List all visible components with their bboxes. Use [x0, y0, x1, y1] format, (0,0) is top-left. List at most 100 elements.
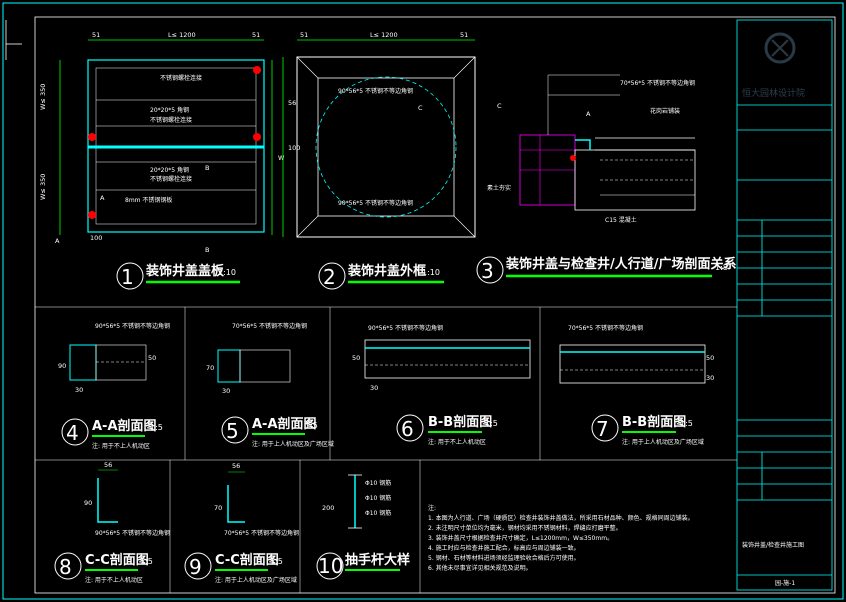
svg-text:W≤ 350: W≤ 350 — [39, 174, 47, 200]
inner-frame — [34, 16, 836, 594]
panel-8-drawing: 56 90 90*56*5 不锈钢不等边角钢 — [84, 461, 170, 537]
svg-text:51: 51 — [252, 31, 260, 39]
company-logo — [764, 32, 796, 64]
svg-text:100: 100 — [90, 234, 102, 242]
notes: 注: 1. 本图为人行道、广场（硬质区）检查井装饰井盖做法，所采用石材品种、颜色… — [428, 504, 694, 572]
panel-9-caption: 9 C-C剖面图 1:5 注: 用于上人机动区及广场区域 — [184, 552, 297, 584]
svg-text:10: 10 — [318, 554, 343, 578]
svg-text:50: 50 — [148, 354, 156, 362]
svg-text:注:: 注: — [428, 504, 436, 512]
svg-text:B-B剖面图: B-B剖面图 — [428, 414, 492, 430]
svg-text:1. 本图为人行道、广场（硬质区）检查井装饰井盖做法，所采用: 1. 本图为人行道、广场（硬质区）检查井装饰井盖做法，所采用石材品种、颜色、规格… — [428, 514, 694, 522]
svg-text:70: 70 — [214, 504, 222, 512]
svg-text:1:10: 1:10 — [218, 268, 236, 277]
svg-text:51: 51 — [92, 31, 100, 39]
svg-text:51: 51 — [460, 31, 468, 39]
svg-text:30: 30 — [222, 387, 230, 395]
svg-text:4: 4 — [66, 421, 79, 445]
panel-3-caption: 3 装饰井盖与检查井/人行道/广场剖面关系 1:8 — [476, 256, 737, 284]
svg-text:注: 用于上人机动区及广场区域: 注: 用于上人机动区及广场区域 — [215, 576, 297, 584]
svg-text:C-C剖面图: C-C剖面图 — [85, 552, 149, 568]
svg-text:1:5: 1:5 — [485, 419, 498, 428]
svg-text:B: B — [205, 164, 209, 172]
drawing-number: 园-施-1 — [775, 579, 795, 587]
svg-text:56: 56 — [104, 461, 112, 469]
svg-text:90*56*5 不锈钢不等边角钢: 90*56*5 不锈钢不等边角钢 — [338, 199, 413, 207]
svg-text:1:5: 1:5 — [270, 557, 283, 566]
svg-text:L≤ 1200: L≤ 1200 — [370, 31, 398, 39]
svg-text:56: 56 — [288, 99, 296, 107]
svg-text:注: 用于上人机动区及广场区域: 注: 用于上人机动区及广场区域 — [622, 438, 704, 446]
svg-text:注: 用于上人机动区及广场区域: 注: 用于上人机动区及广场区域 — [252, 440, 334, 448]
svg-text:56: 56 — [232, 462, 240, 470]
svg-text:6: 6 — [401, 417, 414, 441]
panel-7-caption: 7 B-B剖面图 1:5 注: 用于上人机动区及广场区域 — [591, 414, 704, 446]
svg-text:1:10: 1:10 — [422, 268, 440, 277]
svg-text:70*56*5 不锈钢不等边角钢: 70*56*5 不锈钢不等边角钢 — [620, 79, 695, 87]
panel-4-drawing: 90 30 50 90*56*5 不锈钢不等边角钢 — [58, 322, 170, 394]
panel-2-drawing: L≤ 1200 51 51 56 100 90*56*5 不锈钢不等边角钢 90… — [282, 31, 502, 238]
svg-text:3: 3 — [481, 259, 494, 283]
svg-text:20*20*5 角钢: 20*20*5 角钢 — [150, 106, 189, 114]
panel-2-caption: 2 装饰井盖外框 1:10 — [318, 262, 444, 290]
svg-text:70*56*5 不锈钢不等边角钢: 70*56*5 不锈钢不等边角钢 — [232, 322, 307, 330]
panel-5-drawing: 70 30 70*56*5 不锈钢不等边角钢 — [206, 322, 307, 395]
svg-text:5. 钢材、石材等材料进场须经监理验收合格后方可使用。: 5. 钢材、石材等材料进场须经监理验收合格后方可使用。 — [428, 554, 580, 562]
panel-9-drawing: 56 70 70*56*5 不锈钢不等边角钢 — [214, 462, 299, 537]
svg-text:1:8: 1:8 — [715, 263, 728, 272]
svg-text:7: 7 — [596, 417, 609, 441]
svg-text:抽手杆大样: 抽手杆大样 — [345, 552, 410, 568]
svg-text:1: 1 — [121, 265, 134, 289]
svg-text:2: 2 — [323, 265, 336, 289]
svg-text:20*20*5 角钢: 20*20*5 角钢 — [150, 166, 189, 174]
panel-7-drawing: 50 30 70*56*5 不锈钢不等边角钢 — [559, 324, 714, 384]
svg-text:Φ10 钢筋: Φ10 钢筋 — [365, 509, 391, 517]
svg-text:A: A — [100, 194, 105, 202]
svg-text:6. 其他未尽事宜详见相关规范及说明。: 6. 其他未尽事宜详见相关规范及说明。 — [428, 564, 532, 572]
svg-text:2. 未注明尺寸单位均为毫米，钢材均采用不锈钢材料，焊缝应打: 2. 未注明尺寸单位均为毫米，钢材均采用不锈钢材料，焊缝应打磨平整。 — [428, 524, 622, 532]
panel-4-caption: 4 A-A剖面图 1:5 注: 用于不上人机动区 — [61, 418, 163, 450]
svg-text:8: 8 — [59, 555, 72, 579]
svg-text:W: W — [278, 154, 285, 162]
svg-text:4. 施工时应与检查井施工配合，标高应与周边铺装一致。: 4. 施工时应与检查井施工配合，标高应与周边铺装一致。 — [428, 544, 580, 552]
svg-text:90: 90 — [58, 362, 66, 370]
svg-text:A-A剖面图: A-A剖面图 — [92, 418, 157, 434]
svg-text:装饰井盖盖板: 装饰井盖盖板 — [145, 263, 225, 279]
svg-text:注: 用于不上人机动区: 注: 用于不上人机动区 — [92, 442, 150, 450]
title-block — [736, 19, 833, 591]
svg-text:花岗岩铺装: 花岗岩铺装 — [650, 107, 680, 115]
svg-text:90*56*5 不锈钢不等边角钢: 90*56*5 不锈钢不等边角钢 — [95, 529, 170, 537]
svg-text:A-A剖面图: A-A剖面图 — [252, 416, 317, 432]
svg-text:Φ10 钢筋: Φ10 钢筋 — [365, 479, 391, 487]
svg-text:200: 200 — [322, 504, 334, 512]
svg-text:不锈钢螺栓连接: 不锈钢螺栓连接 — [160, 74, 202, 82]
panel-5-caption: 5 A-A剖面图 1:5 注: 用于上人机动区及广场区域 — [221, 416, 334, 448]
panel-1-caption: 1 装饰井盖盖板 1:10 — [116, 262, 240, 290]
svg-text:3. 装饰井盖尺寸根据检查井尺寸确定，L≤1200mm，W≤: 3. 装饰井盖尺寸根据检查井尺寸确定，L≤1200mm，W≤350mm。 — [428, 534, 613, 542]
svg-text:90*56*5 不锈钢不等边角钢: 90*56*5 不锈钢不等边角钢 — [368, 324, 443, 332]
panel-6-caption: 6 B-B剖面图 1:5 注: 用于不上人机动区 — [396, 414, 498, 446]
panel-10-caption: 10 抽手杆大样 — [316, 552, 410, 580]
svg-text:A: A — [55, 237, 60, 245]
svg-text:L≤ 1200: L≤ 1200 — [168, 31, 196, 39]
panel-8-caption: 8 C-C剖面图 1:5 注: 用于不上人机动区 — [54, 552, 153, 584]
svg-text:1:5: 1:5 — [140, 557, 153, 566]
svg-text:注: 用于不上人机动区: 注: 用于不上人机动区 — [85, 576, 143, 584]
svg-text:C: C — [418, 104, 423, 112]
svg-text:B-B剖面图: B-B剖面图 — [622, 414, 686, 430]
svg-text:Φ10 钢筋: Φ10 钢筋 — [365, 494, 391, 502]
svg-text:30: 30 — [75, 386, 83, 394]
svg-text:90*56*5 不锈钢不等边角钢: 90*56*5 不锈钢不等边角钢 — [338, 87, 413, 95]
panel-6-drawing: 50 30 90*56*5 不锈钢不等边角钢 — [352, 324, 531, 392]
svg-text:51: 51 — [300, 31, 308, 39]
panel-10-drawing: 200 Φ10 钢筋 Φ10 钢筋 Φ10 钢筋 — [322, 474, 391, 529]
svg-text:50: 50 — [706, 354, 714, 362]
svg-text:5: 5 — [226, 419, 239, 443]
svg-text:素土夯实: 素土夯实 — [487, 184, 511, 192]
svg-text:C-C剖面图: C-C剖面图 — [215, 552, 279, 568]
svg-text:注: 用于不上人机动区: 注: 用于不上人机动区 — [428, 438, 486, 446]
svg-text:90: 90 — [84, 499, 92, 507]
svg-text:不锈钢螺栓连接: 不锈钢螺栓连接 — [150, 116, 192, 124]
panel-3-drawing: 70*56*5 不锈钢不等边角钢 花岗岩铺装 C15 混凝土 素土夯实 A — [487, 74, 696, 224]
